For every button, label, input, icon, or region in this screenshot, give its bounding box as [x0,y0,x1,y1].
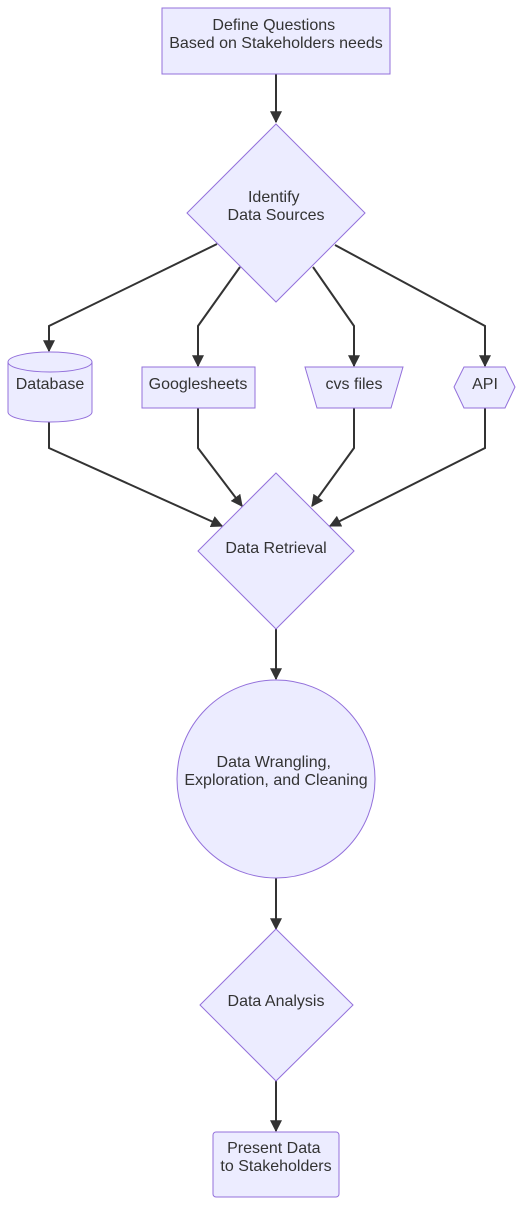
node-api: API [453,366,516,409]
data-wrangling-line-1: Data Wrangling, [217,754,331,771]
edge-identify-to-database [43,243,218,353]
edge-identify-to-csv [312,266,360,368]
data-retrieval-label: Data Retrieval [225,540,326,557]
svg-text:Identify Data Sources: Identify Data Sources [228,189,325,224]
data-retrieval-diamond [197,472,355,630]
api-label: API [472,376,498,393]
node-present-data: Present Data to Stakeholders [212,1131,340,1198]
node-csv-files: cvs files [304,366,404,409]
identify-sources-line-1: Identify [248,189,300,206]
node-googlesheets: Googlesheets [141,366,256,409]
csv-files-trapezoid [304,366,404,409]
identify-sources-diamond [186,123,366,303]
googlesheets-box [141,366,256,409]
node-data-retrieval: Data Retrieval [197,472,355,630]
node-identify-data-sources: Identify Data Sources [186,123,366,303]
node-database: Database [7,351,93,423]
data-wrangling-line-2: Exploration, and Cleaning [184,772,367,789]
database-cylinder [7,351,93,423]
data-wrangling-circle [176,679,376,879]
define-questions-line-1: Define Questions [212,17,335,34]
edge-identify-to-api [334,244,491,368]
define-questions-box [161,7,391,75]
database-label: Database [16,376,85,393]
googlesheets-label: Googlesheets [149,376,248,393]
edge-database-to-retrieval [48,422,224,528]
define-questions-line-2: Based on Stakeholders needs [169,35,382,52]
edges [43,74,491,1133]
edge-googlesheets-to-retrieval [197,408,243,507]
present-data-line-2: to Stakeholders [220,1158,331,1175]
data-analysis-label: Data Analysis [228,993,325,1010]
csv-files-label: cvs files [326,376,383,393]
data-analysis-diamond [199,928,354,1082]
node-data-wrangling: Data Wrangling, Exploration, and Cleanin… [176,679,376,879]
identify-sources-line-2: Data Sources [228,207,325,224]
edge-identify-to-googlesheets [192,266,241,368]
present-data-box [212,1131,340,1198]
edge-csv-to-retrieval [311,408,355,507]
edge-api-to-retrieval [328,408,486,527]
svg-text:Present Data to Stakehol: Present Data to Stakeholders [220,1140,331,1175]
svg-text:Define Questions Based o: Define Questions Based on Stakeholders n… [169,17,382,52]
present-data-line-1: Present Data [227,1140,320,1157]
api-hexagon [453,366,516,409]
svg-text:Data Wrangling, Explorat: Data Wrangling, Exploration, and Cleanin… [184,754,367,789]
node-define-questions: Define Questions Based on Stakeholders n… [161,7,391,75]
node-data-analysis: Data Analysis [199,928,354,1082]
